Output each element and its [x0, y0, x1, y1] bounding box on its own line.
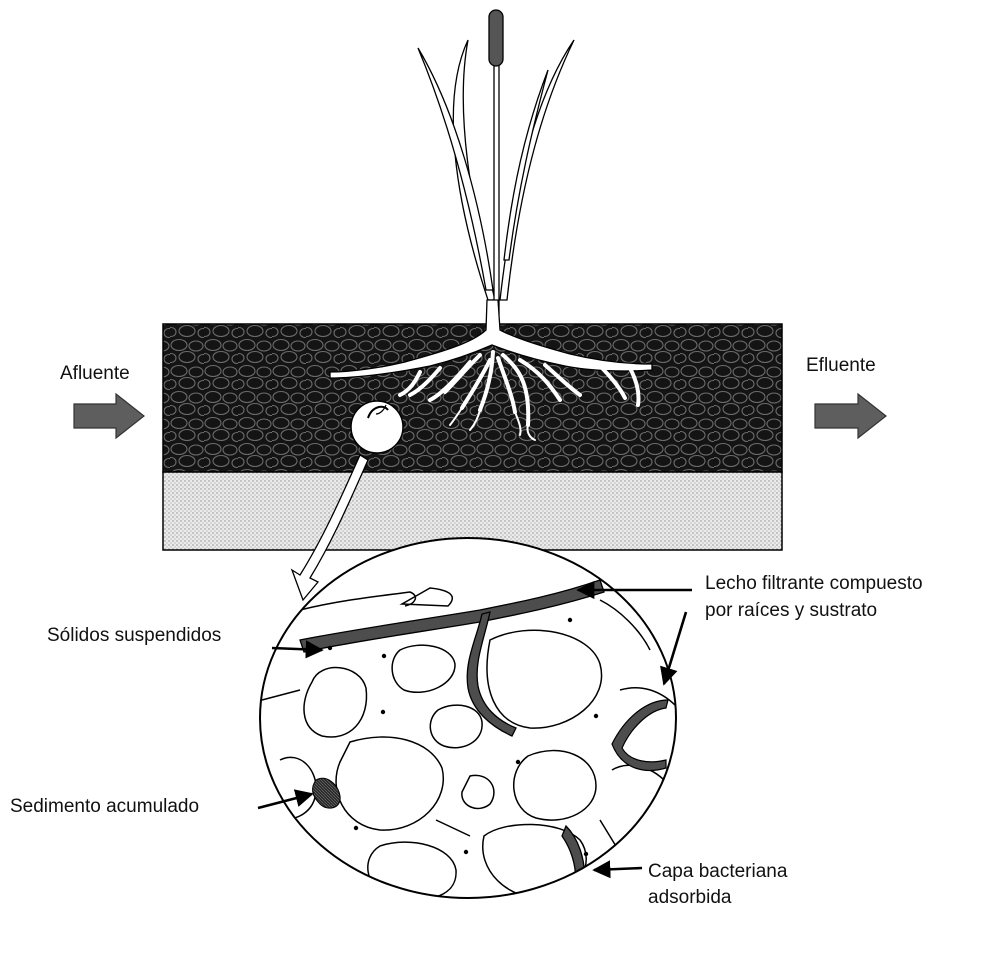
filter-bed-label-line1: Lecho filtrante compuesto — [705, 572, 923, 596]
bacterial-layer-label-line1: Capa bacteriana — [648, 860, 787, 884]
right-arrow-icon — [815, 394, 886, 438]
cattail-plant-icon — [330, 10, 652, 378]
filter-bed-label-line2: por raíces y sustrato — [705, 599, 877, 623]
outflow-label: Efluente — [806, 354, 876, 378]
inflow-label: Afluente — [60, 362, 130, 386]
zoom-circle-icon — [351, 401, 403, 453]
right-arrow-icon — [74, 394, 144, 438]
substrate-stone — [260, 840, 310, 880]
bacterial-layer-label-line2: adsorbida — [648, 886, 731, 910]
suspended-solids-label: Sólidos suspendidos — [47, 624, 221, 648]
zoom-detail — [260, 538, 676, 940]
filter-bed-arrow-2 — [664, 612, 686, 684]
accumulated-sediment-label: Sedimento acumulado — [10, 795, 199, 819]
bacterial-layer-arrow — [594, 868, 642, 870]
